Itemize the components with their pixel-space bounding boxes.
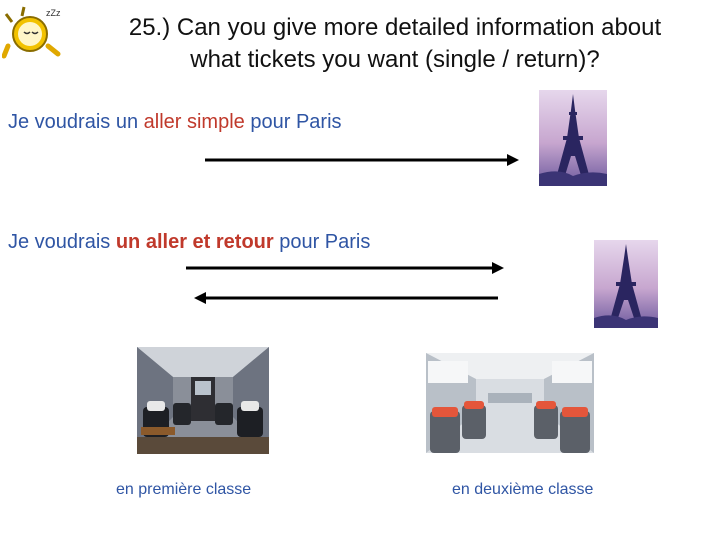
eiffel-tower-image-single [539,90,607,186]
single-prefix: Je voudrais un [8,111,144,133]
slide-title: 25.) Can you give more detailed informat… [70,12,720,76]
svg-text:zZz: zZz [46,8,61,18]
first-class-train-image [137,347,269,454]
sleepy-clock-logo-icon: zZz [2,6,61,59]
single-suffix: pour Paris [244,111,342,133]
outbound-arrow-icon [186,262,504,274]
title-line-1: 25.) Can you give more detailed informat… [128,14,662,41]
first-class-caption: en première classe [116,481,252,498]
return-suffix: pour Paris [273,231,371,253]
single-ticket-sentence: Je voudrais un aller simple pour Paris [8,111,342,134]
second-class-caption: en deuxième classe [452,481,594,498]
return-highlight: un aller et retour [115,231,274,253]
return-prefix: Je voudrais [8,231,116,253]
single-highlight: aller simple [143,111,245,133]
eiffel-tower-image-return [594,240,658,328]
return-ticket-sentence: Je voudrais un aller et retour pour Pari… [8,231,370,254]
second-class-train-image [426,353,594,453]
title-line-2: what tickets you want (single / return)? [190,46,600,73]
inbound-arrow-icon [194,292,498,304]
one-way-arrow-icon [205,154,519,166]
